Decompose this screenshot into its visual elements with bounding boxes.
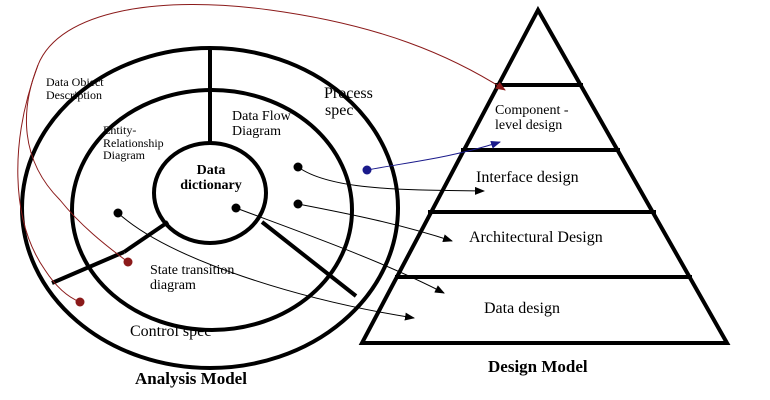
interface-design-label: Interface design xyxy=(476,169,579,186)
red-connectors xyxy=(17,4,506,303)
dot-dataflow-2 xyxy=(293,199,303,209)
dot-dataflow-1 xyxy=(293,162,303,172)
red-curve-left-to-state xyxy=(25,64,129,263)
analysis-model-dividers xyxy=(51,48,358,298)
arrow-processspec-to-component xyxy=(366,140,501,171)
black-connectors xyxy=(117,166,485,321)
component-level-design-label: Component - level design xyxy=(495,103,569,133)
red-curve-left-to-control xyxy=(17,64,81,303)
architectural-design-label: Architectural Design xyxy=(469,229,603,246)
dot-state-transition xyxy=(113,208,123,218)
entity-relationship-label: Entity- Relationship Diagram xyxy=(103,123,164,163)
arrow-state-to-data xyxy=(117,212,415,321)
divider-lower-right xyxy=(260,220,358,298)
red-curve-top-to-component xyxy=(37,4,506,91)
dot-dictionary xyxy=(231,203,241,213)
analysis-model-title: Analysis Model xyxy=(135,369,247,388)
arrow-dataflow-to-architectural xyxy=(297,203,453,243)
divider-lower-left-outer xyxy=(51,250,125,285)
design-model-title: Design Model xyxy=(488,357,588,376)
design-model-pyramid xyxy=(358,5,731,345)
dot-control-red xyxy=(75,297,85,307)
process-spec-label: Process spec xyxy=(324,85,373,119)
state-transition-label: State transition diagram xyxy=(150,263,235,293)
control-spec-label: Control spec xyxy=(130,323,212,340)
arrow-dataflow-to-interface xyxy=(297,166,485,195)
pyramid-outline xyxy=(358,5,731,345)
data-object-description-label: Data Object Description xyxy=(46,75,104,102)
data-dictionary-label: Data dictionary xyxy=(180,163,242,193)
divider-lower-left-inner xyxy=(122,220,170,254)
data-flow-diagram-label: Data Flow Diagram xyxy=(232,109,291,139)
data-design-label: Data design xyxy=(484,300,560,317)
dot-state-red xyxy=(123,257,133,267)
arrow-dictionary-to-data xyxy=(235,207,445,294)
connector-dots xyxy=(75,162,372,307)
dot-process-spec xyxy=(362,165,372,175)
